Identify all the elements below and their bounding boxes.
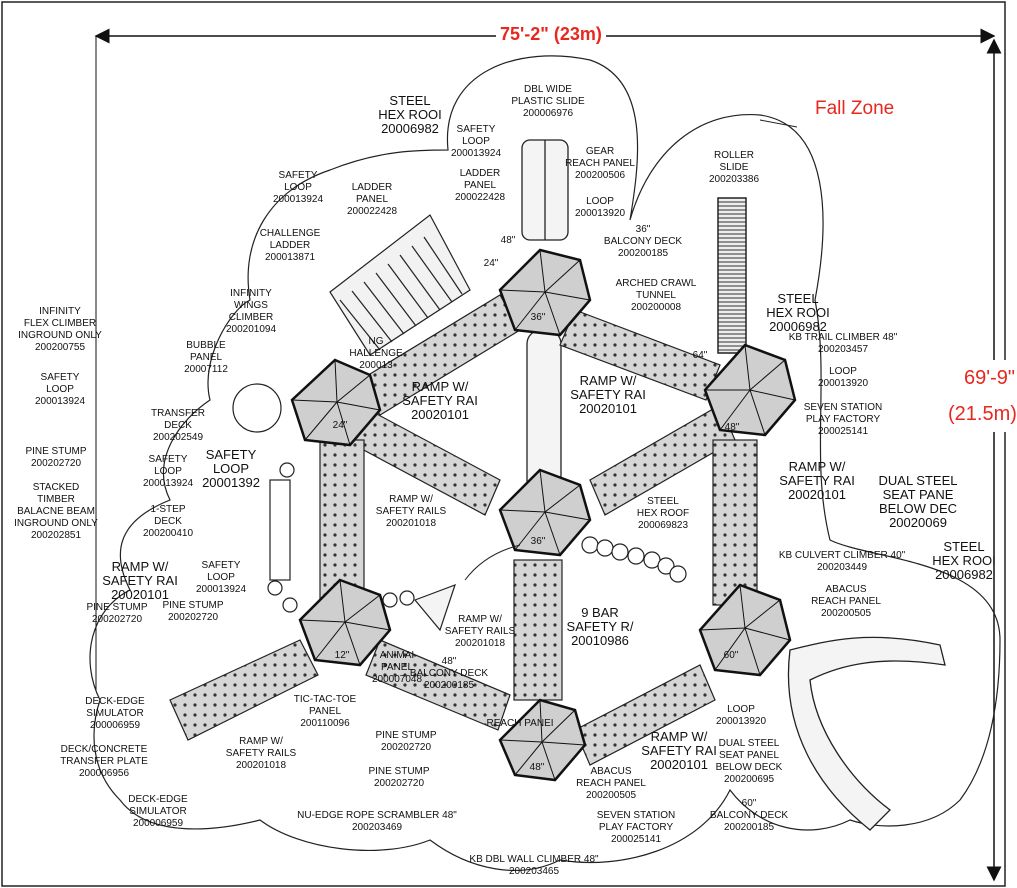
callout-steel-hex-roof: STEEL HEX ROOI 20006982 [766,291,830,334]
callout-safety-loop: SAFETY LOOP 200013924 [272,170,324,205]
callout-safety-loop: SAFETY LOOP 200013924 [34,372,86,407]
callout-infinity-flex: INFINITY FLEX CLIMBER INGROUND ONLY 2002… [18,306,102,353]
deck-size-label: 36" [530,536,546,547]
callout-kb-trail-climber: KB TRAIL CLIMBER 48" 200203457 [788,332,898,355]
width-dimension-label: 75'-2" (23m) [496,24,606,45]
height-dimension-label-m: (21.5m) [948,396,1017,432]
callout-nu-edge-rope: NU-EDGE ROPE SCRAMBLER 48" 200203469 [297,810,457,833]
fall-zone-label: Fall Zone [815,98,895,119]
callout-one-step-deck: 1-STEP DECK 200200410 [142,504,194,539]
callout-balcony-deck: 36" BALCONY DECK 200200185 [603,224,683,259]
callout-dual-steel-seat: DUAL STEEL SEAT PANE BELOW DEC 20020069 [878,473,958,530]
callout-steel-hex-roof: STEEL HEX ROOF 200069823 [636,496,690,531]
callout-dbl-wide-slide: DBL WIDE PLASTIC SLIDE 200006976 [511,84,585,119]
callout-kb-culvert-climber: KB CULVERT CLIMBER 40" 200203449 [778,550,906,573]
callout-ramp: RAMP W/ SAFETY RAILS 200201018 [375,494,447,529]
callout-loop: LOOP 200013920 [817,366,869,389]
callout-ramp: RAMP W/ SAFETY RAI 20020101 [102,559,178,602]
callout-safety-loop: SAFETY LOOP 200013924 [195,560,247,595]
callout-roller-slide: ROLLER SLIDE 200203386 [708,150,760,185]
deck-size-label: 24" [483,258,499,269]
deck-size-label: 48" [529,762,545,773]
callout-tic-tac-toe: TIC-TAC-TOE PANEL 200110096 [293,694,357,729]
callout-deck-concrete: DECK/CONCRETE TRANSFER PLATE 200006956 [60,744,148,779]
callout-animal-panel: ANIMAI PANEL 200007048 [371,650,423,685]
callout-infinity-wings: INFINITY WINGS CLIMBER 200201094 [225,288,277,335]
callout-loop: LOOP 200013920 [715,704,767,727]
callout-pine-stump: PINE STUMP 200202720 [86,602,148,625]
callout-pine-stump: PINE STUMP 200202720 [162,600,224,623]
callout-seven-station: SEVEN STATION PLAY FACTORY 200025141 [596,810,676,845]
deck-size-label: 64" [692,350,708,361]
callout-gear-reach-panel: GEAR REACH PANEL 200200506 [565,146,635,181]
callout-pine-stump: PINE STUMP 200202720 [368,766,430,789]
deck-size-label: 24" [332,420,348,431]
callout-deck-edge: DECK-EDGE SIMULATOR 200006959 [85,696,145,731]
callout-ladder-panel: LADDER PANEL 200022428 [454,168,506,203]
callout-abacus: ABACUS REACH PANEL 200200505 [811,584,881,619]
callout-dual-steel-seat: DUAL STEEL SEAT PANEL BELOW DECK 2002006… [715,738,783,785]
height-dimension-label-ft: 69'-9" [964,360,1015,396]
callout-safety-loop: SAFETY LOOP 200013924 [450,124,502,159]
callout-pine-stump: PINE STUMP 200202720 [375,730,437,753]
wavy-slide-graphic [787,636,946,831]
callout-abacus: ABACUS REACH PANEL 200200505 [576,766,646,801]
callout-transfer-deck: TRANSFER DECK 200202549 [151,408,205,443]
callout-stacked-timber: STACKED TIMBER BALACNE BEAM INGROUND ONL… [14,482,98,541]
deck-size-label: 48" [500,235,516,246]
callout-bubble-panel: BUBBLE PANEL 20007112 [184,340,228,375]
callout-kb-dbl-wall: KB DBL WALL CLIMBER 48" 200203465 [469,854,599,877]
callout-safety-loop: SAFETY LOOP 20001392 [202,447,260,490]
deck-size-label: 60" [723,650,739,661]
callout-loop: LOOP 200013920 [574,196,626,219]
callout-balcony-deck: 48" BALCONY DECK 200200185 [409,656,489,691]
callout-ramp: RAMP W/ SAFETY RAILS 200201018 [225,736,297,771]
callout-seven-station: SEVEN STATION PLAY FACTORY 200025141 [803,402,883,437]
callout-arched-crawl-tunnel: ARCHED CRAWL TUNNEL 200200008 [615,278,697,313]
deck-size-label: 36" [530,312,546,323]
callout-steel-hex-roof: STEEL HEX ROOI 20006982 [932,539,996,582]
callout-pine-stump: PINE STUMP 200202720 [25,446,87,469]
callout-nine-bar: 9 BAR SAFETY R/ 20010986 [566,605,634,648]
callout-challenge-ladder: CHALLENGE LADDER 200013871 [259,228,321,263]
callout-deck-edge: DECK-EDGE SIMULATOR 200006959 [128,794,188,829]
callout-ramp: RAMP W/ SAFETY RAI 20020101 [779,459,855,502]
callout-ramp: RAMP W/ SAFETY RAI 20020101 [641,729,717,772]
roller-slide-graphic [717,197,747,354]
callout-ramp: RAMP W/ SAFETY RAI 20020101 [570,373,646,416]
callout-balcony-deck: 60" BALCONY DECK 200200185 [709,798,789,833]
challenge-ladder-graphic [329,214,471,356]
callout-ramp: RAMP W/ SAFETY RAILS 200201018 [444,614,516,649]
deck-size-label: 12" [334,650,350,661]
callout-steel-hex-roof: STEEL HEX ROOI 20006982 [378,93,442,136]
callout-ramp: RAMP W/ SAFETY RAI 20020101 [402,379,478,422]
double-wide-slide-graphic [521,139,569,241]
callout-wings-challenge: NG HALLENGE 200013 [349,336,403,371]
callout-reach-panel: REACH PANEI [486,718,554,729]
callout-safety-loop: SAFETY LOOP 200013924 [142,454,194,489]
deck-size-label: 48" [724,422,740,433]
fall-zone-outline [89,55,1001,871]
callout-ladder-panel: LADDER PANEL 200022428 [346,182,398,217]
